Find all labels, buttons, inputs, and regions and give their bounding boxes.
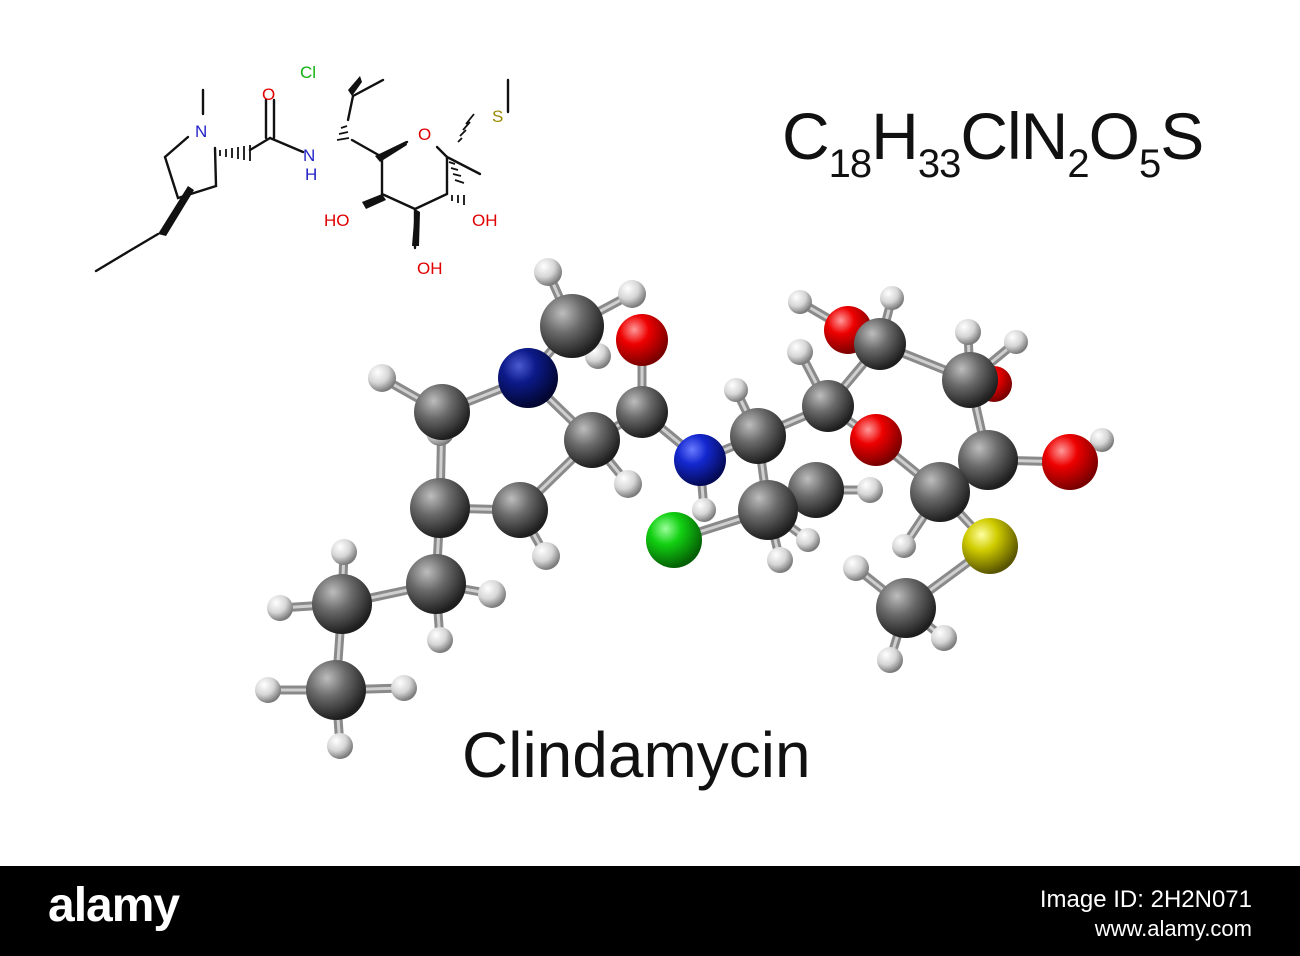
formula-subscript: 33	[917, 142, 961, 186]
hydrogen-atom	[877, 647, 903, 673]
carbon-atom	[616, 386, 668, 438]
carbon-atom	[942, 352, 998, 408]
carbon-atom	[738, 480, 798, 540]
ring-oxygen-label: O	[418, 125, 431, 144]
carbon-atom	[854, 318, 906, 370]
model-atoms	[255, 258, 1114, 759]
amide-hydrogen-label: H	[305, 165, 317, 184]
amide-nitrogen-label: N	[303, 146, 315, 165]
hydrogen-atom	[724, 378, 748, 402]
hydrogen-atom	[787, 339, 813, 365]
carbonyl-oxygen-label: O	[262, 85, 275, 104]
chloro-label: Cl	[300, 63, 316, 82]
hydroxyl-left-label: HO	[324, 211, 350, 230]
hydrogen-atom	[618, 280, 646, 308]
sulfur-atom	[962, 518, 1018, 574]
carbon-atom	[910, 462, 970, 522]
oxygen-atom	[850, 414, 902, 466]
formula-element: S	[1160, 99, 1204, 173]
hydrogen-atom	[534, 258, 562, 286]
hydroxyl-right-label: OH	[472, 211, 498, 230]
stereo-hashes	[219, 113, 475, 205]
carbon-atom	[540, 294, 604, 358]
hydrogen-atom	[327, 733, 353, 759]
carbon-atom	[312, 574, 372, 634]
oxygen-atom	[1042, 434, 1098, 490]
hydrogen-atom	[892, 534, 916, 558]
carbon-atom	[492, 482, 548, 538]
carbon-atom	[306, 660, 366, 720]
ball-and-stick-model	[255, 258, 1114, 759]
molecule-name: Clindamycin	[462, 719, 811, 791]
hydrogen-atom	[391, 675, 417, 701]
carbon-atom	[788, 462, 844, 518]
hydrogen-atom	[788, 290, 812, 314]
hydrogen-atom	[692, 498, 716, 522]
oxygen-atom	[616, 314, 668, 366]
hydrogen-atom	[614, 470, 642, 498]
carbon-atom	[564, 412, 620, 468]
hydrogen-atom	[931, 625, 957, 651]
brand-logo: alamy	[48, 878, 180, 944]
skeletal-formula: N O N H Cl O S HO OH OH	[94, 63, 510, 278]
hydroxyl-bottom-label: OH	[417, 259, 443, 278]
hydrogen-atom	[331, 539, 357, 565]
hydrogen-atom	[1090, 428, 1114, 452]
hydrogen-atom	[267, 595, 293, 621]
carbon-atom	[406, 554, 466, 614]
carbon-atom	[958, 430, 1018, 490]
brand-wordmark: alamy	[48, 879, 180, 932]
hydrogen-atom	[255, 677, 281, 703]
formula-subscript: 5	[1138, 142, 1161, 186]
formula-element: O	[1088, 99, 1140, 173]
hydrogen-atom	[368, 364, 396, 392]
stereo-wedges	[158, 76, 420, 246]
carbon-atom	[414, 384, 470, 440]
hydrogen-atom	[857, 477, 883, 503]
chlorine-atom	[646, 512, 702, 568]
carbon-atom	[730, 408, 786, 464]
hydrogen-atom	[427, 627, 453, 653]
hydrogen-atom	[955, 319, 981, 345]
formula-element: C	[782, 99, 830, 173]
molecular-formula: C18H33ClN2O5S	[782, 98, 1204, 187]
hydrogen-atom	[796, 528, 820, 552]
hydrogen-atom	[532, 542, 560, 570]
model-bonds	[263, 267, 1107, 751]
footer-bar: alamy Image ID: 2H2N071 www.alamy.com	[0, 866, 1300, 956]
formula-subscript: 2	[1067, 142, 1089, 186]
nitrogen-atom	[674, 434, 726, 486]
ring-nitrogen-label: N	[195, 122, 207, 141]
carbon-atom	[876, 578, 936, 638]
formula-element: H	[871, 99, 919, 173]
carbon-atom	[410, 478, 470, 538]
hydrogen-atom	[1004, 330, 1028, 354]
thio-label: S	[492, 107, 503, 126]
hydrogen-atom	[478, 580, 506, 608]
diagram-canvas: N O N H Cl O S HO OH OH C18H33ClN2O5S Cl…	[94, 63, 1205, 791]
skeletal-atom-labels: N O N H Cl O S HO OH OH	[195, 63, 503, 278]
image-id-text: Image ID: 2H2N071	[1039, 886, 1252, 913]
image-url-text: www.alamy.com	[1094, 916, 1252, 941]
formula-element: ClN	[960, 99, 1068, 173]
hydrogen-atom	[767, 547, 793, 573]
carbon-atom	[802, 380, 854, 432]
nitrogen-atom	[498, 348, 558, 408]
hydrogen-atom	[880, 286, 904, 310]
hydrogen-atom	[843, 555, 869, 581]
formula-subscript: 18	[828, 142, 872, 186]
